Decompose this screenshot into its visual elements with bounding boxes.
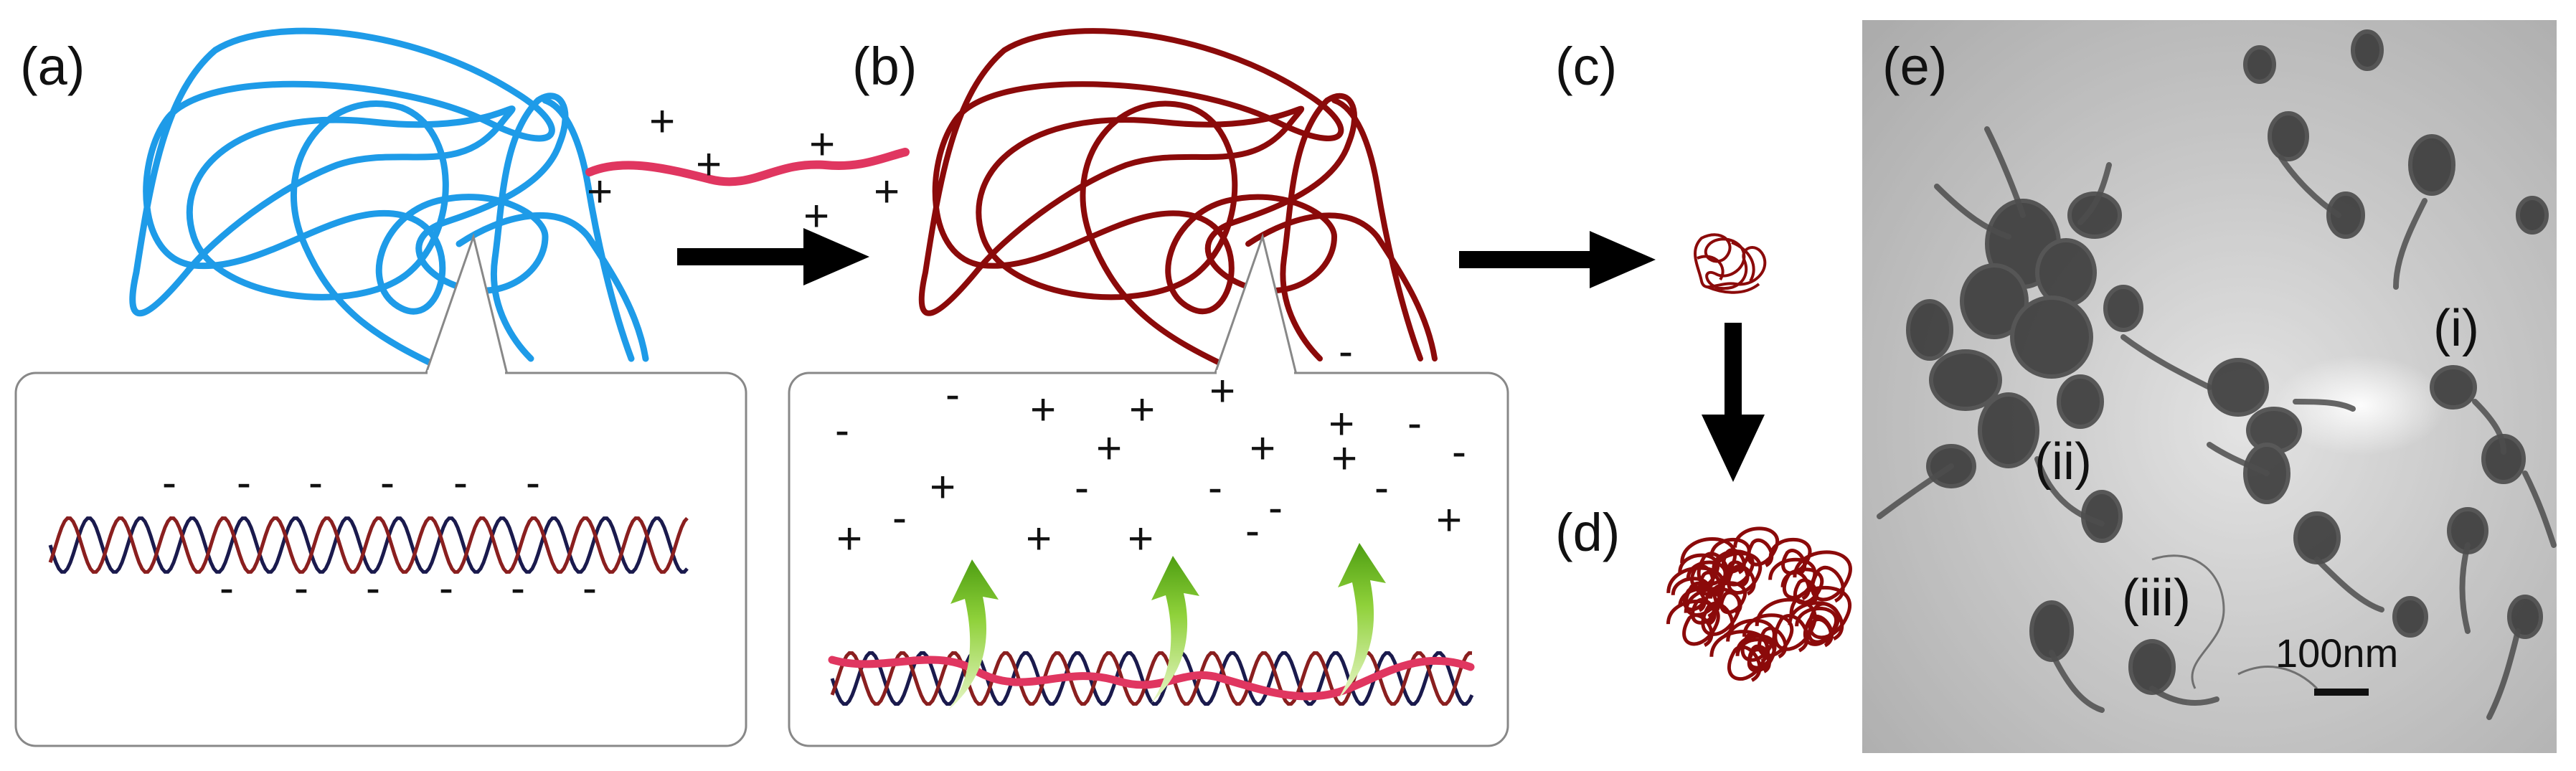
svg-text:+: + bbox=[836, 514, 862, 564]
panel-label-e: (e) bbox=[1882, 37, 1947, 96]
svg-text:-: - bbox=[1339, 327, 1353, 375]
polycation-charges: + + + + + + bbox=[587, 97, 900, 241]
svg-text:-: - bbox=[835, 406, 849, 454]
svg-text:-: - bbox=[1075, 463, 1089, 511]
svg-text:+: + bbox=[1096, 424, 1122, 473]
panel-label-b: (b) bbox=[852, 37, 917, 96]
zoom-box-b bbox=[788, 372, 1509, 747]
tem-label-i: (i) bbox=[2433, 300, 2479, 357]
tem-label-iii: (iii) bbox=[2122, 569, 2191, 627]
svg-text:-: - bbox=[162, 458, 176, 506]
svg-text:-: - bbox=[439, 564, 453, 612]
svg-text:-: - bbox=[237, 458, 251, 506]
svg-text:-: - bbox=[1268, 483, 1283, 531]
svg-text:-: - bbox=[220, 564, 234, 612]
svg-text:+: + bbox=[1209, 366, 1235, 416]
svg-text:-: - bbox=[1245, 506, 1260, 554]
svg-text:+: + bbox=[874, 167, 900, 217]
svg-text:+: + bbox=[1030, 385, 1056, 435]
helix-charges-a: - - - - - - - - - - - - bbox=[162, 458, 597, 612]
svg-text:-: - bbox=[1452, 427, 1466, 476]
complexed-dna-coil bbox=[918, 28, 1438, 376]
svg-text:-: - bbox=[294, 564, 308, 612]
svg-text:+: + bbox=[809, 120, 835, 169]
polycation-chain bbox=[585, 148, 910, 186]
panel-label-d: (d) bbox=[1555, 503, 1620, 562]
aggregate-large bbox=[1666, 526, 1852, 682]
tem-micrograph: (i) (ii) (iii) 100nm (e) bbox=[1862, 20, 2557, 753]
svg-text:-: - bbox=[380, 458, 395, 506]
polycation-bound bbox=[828, 656, 1475, 701]
svg-text:-: - bbox=[453, 458, 468, 506]
svg-text:+: + bbox=[1436, 496, 1462, 545]
svg-text:+: + bbox=[1329, 399, 1354, 449]
svg-text:-: - bbox=[945, 370, 960, 418]
svg-text:-: - bbox=[308, 458, 323, 506]
svg-text:+: + bbox=[1331, 434, 1357, 483]
svg-text:+: + bbox=[1026, 514, 1052, 564]
arrow-a-to-b bbox=[677, 228, 869, 285]
svg-text:-: - bbox=[1407, 399, 1422, 447]
panel-label-c: (c) bbox=[1555, 37, 1617, 96]
svg-text:-: - bbox=[511, 564, 525, 612]
scale-bar-label: 100nm bbox=[2275, 630, 2398, 676]
svg-text:+: + bbox=[1250, 424, 1275, 473]
zoom-wedge-b bbox=[1212, 232, 1298, 378]
zoom-wedge-a bbox=[423, 232, 509, 378]
tem-label-ii: (ii) bbox=[2034, 433, 2092, 491]
svg-text:+: + bbox=[1129, 385, 1155, 435]
scale-bar bbox=[2314, 689, 2369, 696]
dna-helix-a bbox=[48, 516, 689, 574]
svg-text:-: - bbox=[366, 564, 380, 612]
free-dna-coil bbox=[129, 27, 649, 377]
svg-text:+: + bbox=[696, 140, 722, 189]
svg-text:+: + bbox=[587, 167, 613, 217]
panel-label-a: (a) bbox=[20, 37, 85, 96]
counterion-release-arrows bbox=[948, 543, 1386, 710]
svg-text:+: + bbox=[649, 97, 675, 146]
svg-text:+: + bbox=[1128, 514, 1153, 564]
svg-text:+: + bbox=[930, 463, 956, 512]
svg-text:-: - bbox=[582, 564, 597, 612]
svg-text:-: - bbox=[1374, 463, 1389, 511]
svg-text:-: - bbox=[526, 458, 540, 506]
solution-ions-b: - + + + - + - + + + - - + - - - - - - + … bbox=[835, 327, 1466, 564]
svg-text:-: - bbox=[1208, 463, 1222, 511]
arrow-b-to-c bbox=[1459, 231, 1656, 288]
svg-text:-: - bbox=[892, 493, 907, 541]
arrow-c-to-d bbox=[1702, 323, 1765, 482]
collapsed-globule-small bbox=[1694, 233, 1767, 294]
